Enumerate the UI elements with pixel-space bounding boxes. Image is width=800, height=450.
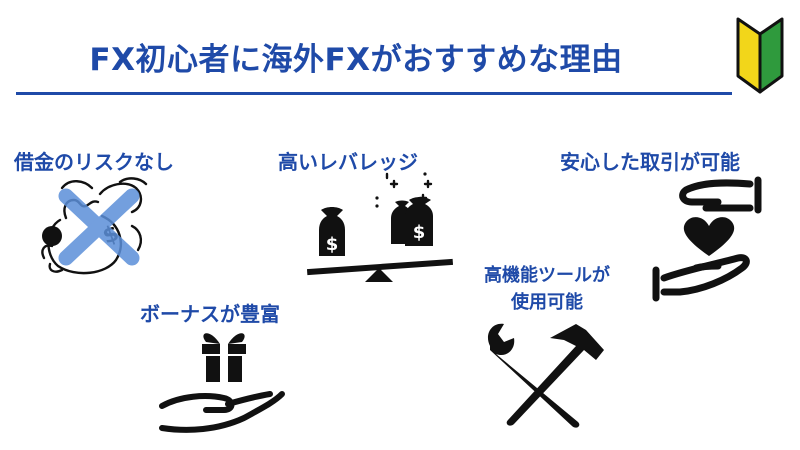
reason-label-advanced-tools: 高機能ツールが 使用可能 [460,262,634,316]
reason-label-line2: 使用可能 [511,292,583,313]
reason-label-safe-trading: 安心した取引が可能 [560,150,740,174]
reason-label-line1: 高機能ツールが [484,265,610,286]
reason-label-no-debt: 借金のリスクなし [14,150,174,174]
money-symbol: $ [326,234,339,255]
wrench-hammer-icon [487,323,604,428]
money-symbol: $ [413,222,426,243]
crossed-money-bag-icon: $ [41,177,148,275]
hands-heart-icon [652,176,762,302]
reason-label-bonus: ボーナスが豊富 [140,302,280,326]
beginner-mark-icon [736,17,784,94]
reason-label-high-leverage: 高いレバレッジ [278,150,418,174]
page-title: FX初心者に海外FXがおすすめな理由 [89,42,623,78]
title-underline [16,92,732,95]
hand-gift-icon [159,333,285,433]
balance-seesaw-money-icon: $ $ [306,172,454,282]
